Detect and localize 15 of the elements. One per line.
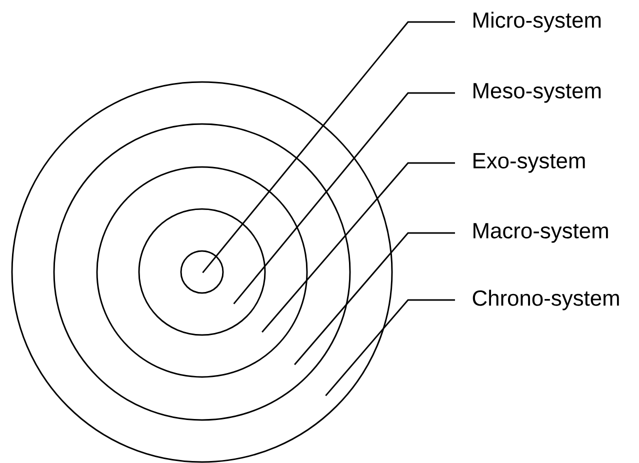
system-label: Macro-system [474,223,608,243]
system-label: Chrono-system [472,290,619,310]
leader-line [325,299,455,396]
leader-line [294,232,455,366]
ring [96,166,308,378]
leader-line [233,92,455,304]
ring [53,123,351,421]
system-label: Exo-system [474,153,585,173]
system-label: Meso-system [474,83,601,103]
leader-line [262,162,455,333]
ring [11,81,393,463]
leader-line [202,21,455,274]
ring [180,250,224,294]
ring [138,208,266,336]
system-label: Micro-system [474,12,601,32]
